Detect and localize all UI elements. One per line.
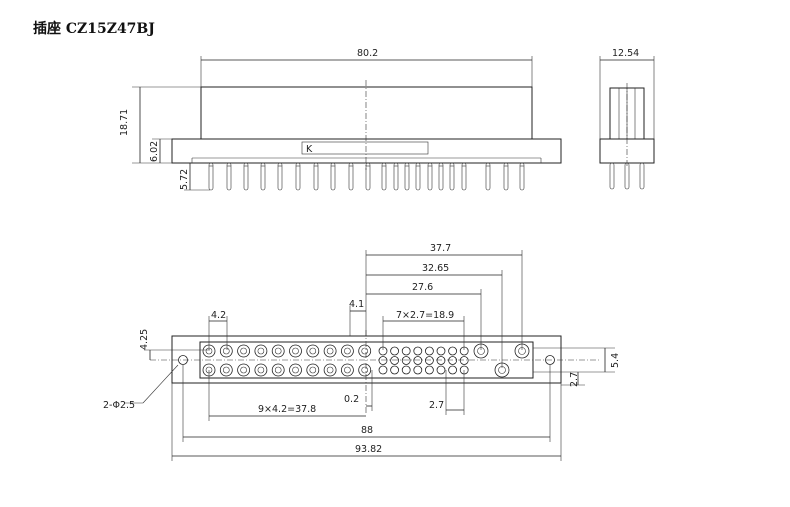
- drawing-title: 插座 CZ15Z47BJ: [33, 21, 155, 37]
- small-contact: [448, 365, 458, 375]
- small-contact: [424, 356, 434, 365]
- front-pin: [313, 162, 319, 191]
- large-contact: [323, 363, 337, 377]
- dim-18-71: 18.71: [119, 109, 130, 136]
- large-contact: [254, 344, 268, 358]
- large-contact: [340, 363, 354, 377]
- small-contact: [448, 356, 458, 365]
- small-contact: [424, 346, 434, 356]
- dim-32-65: 32.65: [422, 263, 449, 274]
- small-contact: [390, 346, 400, 356]
- small-contact: [378, 365, 388, 375]
- front-pin: [330, 162, 336, 191]
- large-contact: [358, 363, 372, 377]
- dim-2-7-right: 2.7: [569, 372, 580, 387]
- large-contact: [271, 363, 285, 377]
- dim-0-2: 0.2: [344, 394, 359, 405]
- bottom-view: 37.7 32.65 27.6 4.1 7×2.7=18.9 4.2 4.25 …: [103, 243, 621, 461]
- small-contact: [401, 356, 411, 365]
- dim-6-02: 6.02: [149, 141, 160, 162]
- front-pin: [295, 162, 301, 191]
- front-pin: [461, 162, 467, 191]
- large-contact: [323, 344, 337, 358]
- large-contact: [237, 363, 251, 377]
- dim-4-2: 4.2: [211, 310, 226, 321]
- front-pin: [208, 162, 214, 191]
- small-contact: [436, 356, 446, 365]
- dim-5-72: 5.72: [179, 169, 190, 190]
- dim-88: 88: [361, 425, 373, 436]
- bottom-contacts: [202, 343, 530, 378]
- dim-5-4: 5.4: [610, 353, 621, 368]
- large-contact: [289, 363, 302, 377]
- dim-93-82: 93.82: [355, 444, 382, 455]
- front-pin: [519, 162, 525, 191]
- front-pin: [381, 162, 387, 191]
- dim-7x2-7: 7×2.7=18.9: [396, 310, 454, 321]
- front-pin: [449, 162, 455, 191]
- large-contact: [306, 363, 320, 377]
- dim-12-54: 12.54: [612, 48, 639, 59]
- small-contact: [401, 365, 411, 375]
- dim-4-1: 4.1: [349, 299, 364, 310]
- front-pin: [365, 162, 371, 191]
- front-pin: [485, 162, 491, 191]
- front-pin: [438, 162, 444, 191]
- side-pins: [609, 162, 645, 190]
- small-contact: [413, 356, 423, 365]
- large-contact: [306, 344, 320, 358]
- small-contact: [424, 365, 434, 375]
- front-pin: [427, 162, 433, 191]
- front-pin: [348, 162, 354, 191]
- front-pin: [260, 162, 266, 191]
- large-contact: [219, 344, 233, 358]
- small-contact: [390, 365, 400, 375]
- front-pin: [226, 162, 232, 191]
- large-contact: [219, 363, 233, 377]
- label-strip: [301, 141, 429, 155]
- small-contact: [436, 365, 446, 375]
- dim-4-25: 4.25: [139, 329, 150, 350]
- front-body: [200, 86, 533, 140]
- front-pins: [208, 162, 525, 191]
- front-pin: [393, 162, 399, 191]
- large-contact: [340, 344, 354, 358]
- small-contact: [413, 346, 423, 356]
- large-contact: [289, 344, 302, 358]
- front-pin: [404, 162, 410, 191]
- front-pin: [503, 162, 509, 191]
- dim-2-7-bottom: 2.7: [429, 400, 444, 411]
- dim-27-6: 27.6: [412, 282, 433, 293]
- front-flange: [171, 138, 562, 164]
- large-contact: [271, 344, 285, 358]
- small-contact: [401, 346, 411, 356]
- large-contact: [358, 344, 372, 358]
- small-contact: [459, 356, 469, 365]
- small-contact: [390, 356, 400, 365]
- front-view: K 80.2 18.71 6.02 5.72: [119, 48, 562, 191]
- dim-37-7: 37.7: [430, 243, 451, 254]
- front-pin: [243, 162, 249, 191]
- dim-9x4-2: 9×4.2=37.8: [258, 404, 316, 415]
- large-contact: [237, 344, 251, 358]
- dim-holes: 2-Φ2.5: [103, 400, 135, 411]
- pin-marker: K: [306, 144, 313, 155]
- small-contact: [378, 356, 388, 365]
- side-view: 12.54: [599, 48, 655, 190]
- small-contact: [413, 365, 423, 375]
- small-contact: [436, 346, 446, 356]
- front-pin: [277, 162, 283, 191]
- dim-80-2: 80.2: [357, 48, 378, 59]
- front-pin: [415, 162, 421, 191]
- small-contact: [448, 346, 458, 356]
- large-contact: [254, 363, 268, 377]
